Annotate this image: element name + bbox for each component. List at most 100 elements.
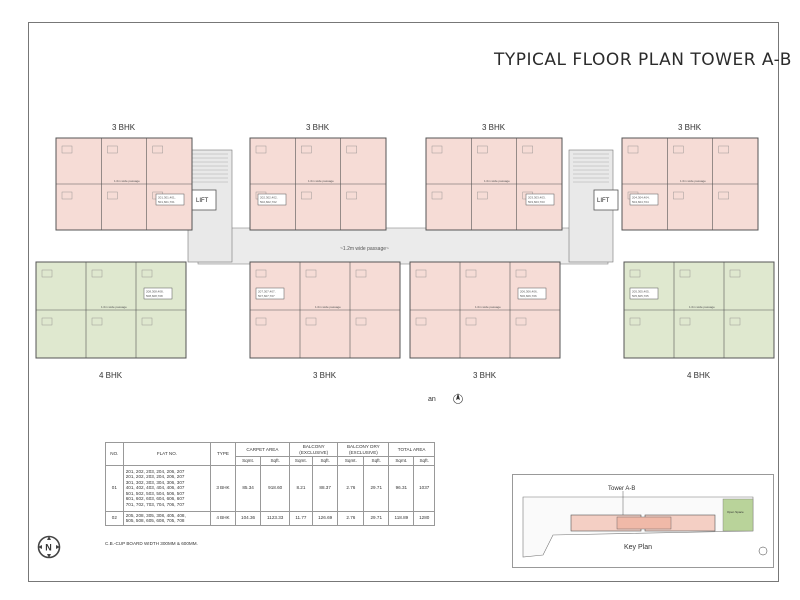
page-frame xyxy=(28,22,779,582)
sqft-head: Sqft. xyxy=(413,456,435,466)
unit-passage-label: 1.0m wide passage xyxy=(680,179,706,183)
carpet-sqmt: 85.34 xyxy=(234,464,262,512)
col-carpet: CARPET AREA xyxy=(234,442,290,457)
sqmt-head: Sqmt. xyxy=(234,456,262,466)
key-plan-title: Key Plan xyxy=(624,544,653,551)
flat-number-tag: 203,303,403, xyxy=(528,196,546,200)
flat-number-tag: 205,305,405, xyxy=(632,290,650,294)
flat-line: 501, 502, 503, 504, 506, 507 xyxy=(125,490,185,496)
unit-type-label: 3 BHK xyxy=(313,371,337,380)
flat-number-tag: 506,606,706 xyxy=(520,294,537,298)
flat-number-tag: 507,607,707 xyxy=(258,294,275,298)
flat-number-tag: 208,308,408, xyxy=(146,290,164,294)
cupboard-note: C.B.-CUP BOARD WIDTH 300MM & 600MM. xyxy=(105,541,198,546)
flat-number-tag: 201,301,401, xyxy=(158,196,176,200)
flat-number-tag: 501,601,701 xyxy=(158,200,175,204)
total-sqft: 1037 xyxy=(413,464,435,512)
key-plan-drawing: Open Space xyxy=(522,491,768,558)
sqmt-head: Sqmt. xyxy=(337,456,365,466)
flat-number-tag: 502,602,702 xyxy=(260,200,277,204)
flat-line: 601, 602, 603, 604, 606, 607 xyxy=(125,496,185,502)
col-balcony: BALCONY(EXCLUSIVE) xyxy=(288,442,339,457)
unit-type-label: 3 BHK xyxy=(306,123,330,132)
tower-core xyxy=(616,516,672,530)
units-layer: 3 BHK 201,301,401,501,601,701 1.0m wide pa… xyxy=(35,123,775,380)
sqft-head: Sqft. xyxy=(363,456,390,466)
flat-line: 205, 208, 305, 308, 405, 408, xyxy=(125,512,186,518)
dry-sqft: 29.71 xyxy=(363,464,390,512)
left-staircase xyxy=(192,153,228,183)
unit-passage-label: 1.0m wide passage xyxy=(114,179,140,183)
unit-passage-label: 1.0m wide passage xyxy=(101,305,127,309)
unit-type-label: 3 BHK xyxy=(482,123,506,132)
table-row: 02 205, 208, 305, 308, 405, 408, 505, 50… xyxy=(105,510,435,526)
flat-line: 505, 508, 605, 608, 705, 708 xyxy=(125,518,185,523)
col-no: NO. xyxy=(105,442,124,466)
flat-number-tag: 202,302,402, xyxy=(260,196,278,200)
flat-number-tag: 206,306,406, xyxy=(520,290,538,294)
row-type: 4 BHK xyxy=(210,510,236,526)
row-flats: 205, 208, 305, 308, 405, 408, 505, 508, … xyxy=(122,510,212,526)
central-passage xyxy=(197,227,609,265)
flat-number-tag: 204,304,404, xyxy=(632,196,650,200)
table-row: 01 201, 202, 203, 204, 206, 207 201, 202… xyxy=(105,464,435,512)
page-title: TYPICAL FLOOR PLAN TOWER A-B xyxy=(494,50,792,70)
flat-number-tag: 505,605,705 xyxy=(632,294,649,298)
flat-line: 701, 702, 703, 704, 706, 707 xyxy=(125,501,185,507)
flat-line: 201, 202, 203, 204, 206, 207 xyxy=(125,468,185,474)
north-arrow-icon xyxy=(453,393,463,404)
balcony-sub: (EXCLUSIVE) xyxy=(299,449,329,455)
total-sqmt: 96.31 xyxy=(388,464,415,512)
flat-number-tag: 207,307,407, xyxy=(258,290,276,294)
total-sqmt: 118.89 xyxy=(388,510,415,526)
plan-caption: an xyxy=(428,396,436,403)
total-sqft: 1280 xyxy=(413,510,435,526)
key-plan: Open Space xyxy=(512,474,774,568)
carpet-sqmt: 104.36 xyxy=(234,510,262,526)
unit-passage-label: 1.0m wide passage xyxy=(689,305,715,309)
row-no: 02 xyxy=(105,510,124,526)
unit-passage-label: 1.0m wide passage xyxy=(308,179,334,183)
dry-sqmt: 2.76 xyxy=(337,464,365,512)
sqft-head: Sqft. xyxy=(311,456,339,466)
flat-number-tag: 504,604,704 xyxy=(632,200,649,204)
sqmt-head: Sqmt. xyxy=(388,456,415,466)
right-lift-label: LIFT xyxy=(597,198,610,204)
col-type: TYPE xyxy=(210,442,236,466)
dry-sqmt: 2.76 xyxy=(337,510,365,526)
flat-line: 301, 302, 303, 304, 306, 307 xyxy=(125,479,185,485)
row-type: 3 BHK xyxy=(210,464,236,512)
key-north-icon xyxy=(758,546,768,556)
unit-type-label: 3 BHK xyxy=(112,123,136,132)
apartment-unit: 3 BHK 206,306,406,506,606,706 1.0m wide pa… xyxy=(409,261,561,380)
sqmt-head: Sqmt. xyxy=(288,456,313,466)
unit-type-label: 4 BHK xyxy=(99,371,123,380)
unit-passage-label: 1.0m wide passage xyxy=(475,305,501,309)
col-flat-no: FLAT NO. xyxy=(122,442,212,466)
row-no: 01 xyxy=(105,464,124,512)
flat-number-tag: 503,603,703 xyxy=(528,200,545,204)
carpet-sqft: 918.60 xyxy=(260,464,290,512)
balcony-head: BALCONY xyxy=(302,444,325,449)
unit-type-label: 3 BHK xyxy=(473,371,497,380)
unit-passage-label: 1.0m wide passage xyxy=(484,179,510,183)
carpet-sqft: 1123.33 xyxy=(260,510,290,526)
area-statement-table: NO. FLAT NO. TYPE CARPET AREA BALCONY(EX… xyxy=(105,442,435,526)
dry-sqft: 29.71 xyxy=(363,510,390,526)
apartment-unit: 3 BHK 203,303,403,503,603,703 1.0m wide pa… xyxy=(425,123,563,231)
flat-line: 201, 202, 203, 204, 206, 207 xyxy=(125,474,185,480)
flat-line: 401, 402, 403, 404, 406, 407 xyxy=(125,485,185,491)
dry-head: BALCONY DRY xyxy=(346,444,380,449)
right-staircase xyxy=(573,153,609,183)
open-space xyxy=(722,498,754,532)
right-lift xyxy=(593,189,619,211)
sqft-head: Sqft. xyxy=(260,456,290,466)
balcony-sqmt: 8.21 xyxy=(288,464,313,512)
key-tower-label: Tower A-B xyxy=(608,486,636,492)
unit-type-label: 4 BHK xyxy=(687,371,711,380)
table-header-row: NO. FLAT NO. TYPE CARPET AREA BALCONY(EX… xyxy=(105,442,435,466)
col-balcony-dry: BALCONY DRY(EXCLUSIVE) xyxy=(337,442,390,457)
